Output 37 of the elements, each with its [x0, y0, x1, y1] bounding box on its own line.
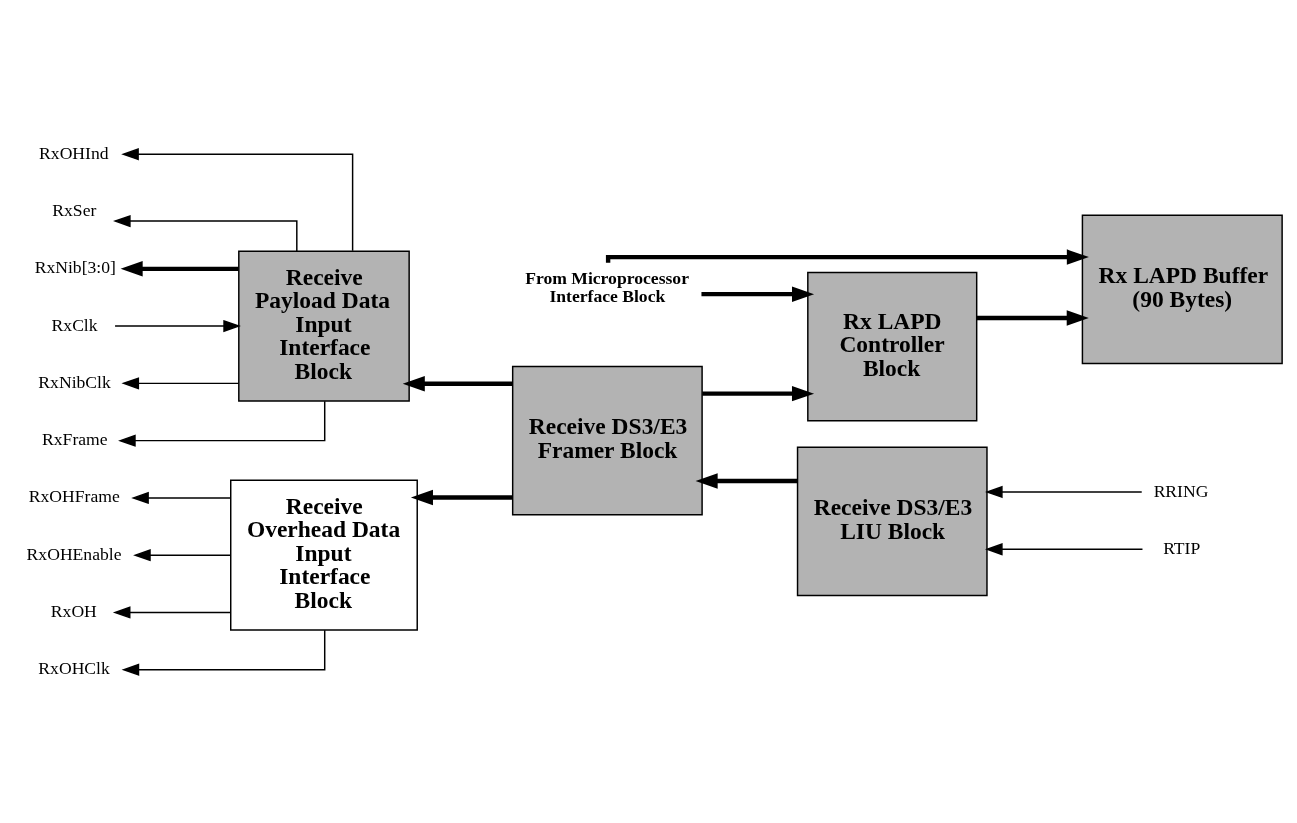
- node-box: Rx LAPD Buffer (90 Bytes): [1081, 214, 1283, 364]
- arrow: [112, 605, 232, 619]
- node-box: Receive DS3/E3 Framer Block: [511, 365, 703, 516]
- node-text: RxOH: [50, 600, 97, 621]
- node-text: RxOHClk: [38, 657, 110, 678]
- node-text: RxOHEnable: [26, 543, 122, 564]
- arrow: [701, 285, 815, 302]
- node-text: RxFrame: [42, 428, 108, 449]
- node-text: RxNib[3:0]: [34, 256, 116, 277]
- arrow: [113, 214, 298, 252]
- node-text: RxSer: [52, 199, 97, 220]
- node-text: RxNibClk: [38, 371, 111, 392]
- arrow: [976, 309, 1089, 326]
- arrow: [114, 319, 241, 332]
- arrow: [131, 491, 232, 504]
- node-text: From Microprocessor Interface Block: [525, 267, 689, 306]
- arrow: [695, 472, 798, 489]
- arrow: [133, 548, 232, 561]
- arrow: [985, 485, 1143, 498]
- node-text: RxOHInd: [39, 142, 109, 163]
- node-box: Rx LAPD Controller Block: [807, 271, 978, 422]
- node-text: RxClk: [51, 314, 98, 335]
- node-box: Receive DS3/E3 LIU Block: [796, 446, 988, 596]
- node-box: Receive Payload Data Input Interface Block: [238, 249, 410, 402]
- arrow: [121, 376, 240, 390]
- arrow: [120, 260, 239, 277]
- node-text: RRING: [1153, 480, 1209, 501]
- node-text: RxOHFrame: [28, 485, 120, 506]
- arrow: [121, 629, 326, 676]
- arrow: [121, 147, 354, 251]
- node-text: RTIP: [1163, 537, 1201, 558]
- arrow: [985, 542, 1144, 555]
- arrow: [402, 375, 513, 391]
- arrow: [410, 489, 513, 505]
- arrow: [118, 400, 326, 447]
- arrow: [702, 385, 815, 401]
- node-box: Receive Overhead Data Input Interface Block: [230, 479, 418, 631]
